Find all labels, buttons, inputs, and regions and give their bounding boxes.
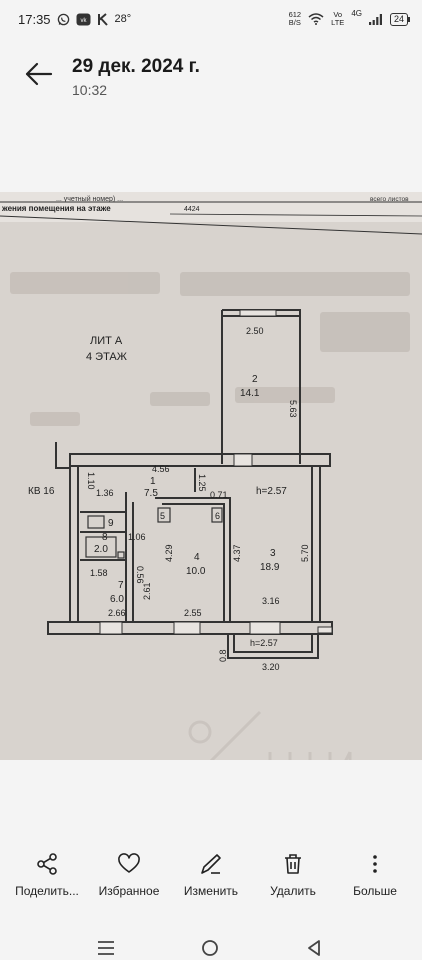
dim-563: 5.63 xyxy=(288,400,298,418)
menu-lines-icon xyxy=(98,941,114,955)
room2-area: 14.1 xyxy=(240,388,260,399)
photo-date: 29 дек. 2024 г. xyxy=(72,56,200,77)
share-icon xyxy=(37,853,57,875)
room1-area: 7.5 xyxy=(144,488,158,499)
balcony-height: h=2.57 xyxy=(250,638,278,648)
nav-recents-button[interactable] xyxy=(96,940,116,960)
plan-floor: 4 ЭТАЖ xyxy=(86,351,127,363)
system-nav-bar xyxy=(0,940,422,960)
plan-apartment: КВ 16 xyxy=(28,486,55,497)
net-speed-value: 612 xyxy=(288,10,302,19)
room4-num: 4 xyxy=(194,552,200,563)
room5-num: 5 xyxy=(160,511,165,521)
dim-261: 2.61 xyxy=(142,582,152,600)
volte-lte: LTE xyxy=(331,18,345,27)
room1-num: 1 xyxy=(150,476,156,487)
room9-num: 9 xyxy=(108,518,114,529)
dim-136: 1.36 xyxy=(96,488,114,498)
favorite-button[interactable]: Избранное xyxy=(89,852,169,912)
dim-570: 5.70 xyxy=(300,544,310,562)
whatsapp-icon xyxy=(57,13,70,26)
delete-button[interactable]: Удалить xyxy=(253,852,333,912)
net-speed-unit: B/S xyxy=(288,18,301,27)
room4-area: 10.0 xyxy=(186,566,206,577)
dim-125: 1.25 xyxy=(197,474,207,492)
dim-266: 2.66 xyxy=(108,608,126,618)
room3-num: 3 xyxy=(270,548,276,559)
back-button[interactable] xyxy=(24,62,54,86)
plan-header-line2: жения помещения на этаже xyxy=(1,204,111,213)
room8-area: 2.0 xyxy=(94,544,108,555)
dim-110: 1.10 xyxy=(86,472,96,490)
status-temperature: 28° xyxy=(114,13,132,25)
edit-button[interactable]: Изменить xyxy=(171,852,251,912)
edit-label: Изменить xyxy=(183,884,239,898)
back-triangle-icon xyxy=(308,940,320,956)
dim-320: 3.20 xyxy=(262,662,280,672)
share-button[interactable]: Поделить... xyxy=(7,852,87,912)
dim-106: 1.06 xyxy=(128,532,146,542)
dim-158: 1.58 xyxy=(90,568,108,578)
dim-255: 2.55 xyxy=(184,608,202,618)
network-generation: 4G xyxy=(351,9,362,18)
photo-toolbar: Поделить... Избранное Изменить Удалить Б… xyxy=(0,852,422,912)
home-circle-icon xyxy=(202,940,218,956)
volte-vo: Vo xyxy=(333,10,343,19)
dim-316: 3.16 xyxy=(262,596,280,606)
vk-video-icon: vk xyxy=(76,13,91,26)
dim-08: 0.8 xyxy=(218,649,228,662)
room2-num: 2 xyxy=(252,374,258,385)
room7-num: 7 xyxy=(118,580,124,591)
kinopoisk-icon xyxy=(97,12,109,26)
plan-header-right: всего листов xyxy=(370,196,409,203)
svg-text:vk: vk xyxy=(80,18,87,24)
status-right: 612 B/S Vo LTE 4G 24 xyxy=(289,9,411,27)
dim-071: 0.71 xyxy=(210,490,228,500)
header: 29 дек. 2024 г. 10:32 xyxy=(0,52,422,102)
signal-icon xyxy=(368,13,383,25)
more-vertical-icon xyxy=(373,855,377,873)
battery-indicator: 24 xyxy=(389,12,411,26)
back-arrow-icon xyxy=(25,62,53,86)
photo-time: 10:32 xyxy=(72,82,108,98)
heart-icon xyxy=(118,853,140,873)
plan-header-code: 4424 xyxy=(184,206,200,213)
room8-num: 8 xyxy=(102,532,108,543)
dim-429: 4.29 xyxy=(164,544,174,562)
dim-056: 0.56 xyxy=(135,566,145,584)
room7-area: 6.0 xyxy=(110,594,124,605)
ceiling-height: h=2.57 xyxy=(256,486,287,497)
status-bar: 17:35 vk 28° 612 B/S Vo LTE 4G 24 xyxy=(0,0,422,38)
more-button[interactable]: Больше xyxy=(335,852,415,912)
delete-label: Удалить xyxy=(270,884,316,898)
wifi-icon xyxy=(308,13,324,25)
edit-pen-icon xyxy=(201,854,221,874)
plan-header-line1: ... учетный номер) ... xyxy=(56,195,123,203)
more-label: Больше xyxy=(353,884,397,898)
volte-indicator: Vo LTE xyxy=(331,11,344,27)
room6-num: 6 xyxy=(215,511,220,521)
net-speed: 612 B/S xyxy=(289,11,302,27)
trash-icon xyxy=(285,854,301,874)
favorite-label: Избранное xyxy=(98,884,160,898)
dim-250: 2.50 xyxy=(246,326,264,336)
status-time: 17:35 xyxy=(18,11,51,27)
nav-home-button[interactable] xyxy=(201,939,219,960)
share-label: Поделить... xyxy=(15,884,79,898)
plan-liter: ЛИТ А xyxy=(90,335,123,347)
dim-456: 4.56 xyxy=(152,464,170,474)
floor-plan-image: ... учетный номер) ... жения помещения н… xyxy=(0,192,422,760)
status-left: 17:35 vk 28° xyxy=(18,12,131,27)
nav-back-button[interactable] xyxy=(306,939,322,960)
cian-watermark xyxy=(188,710,352,760)
dim-437: 4.37 xyxy=(232,544,242,562)
photo-viewer[interactable]: ... учетный номер) ... жения помещения н… xyxy=(0,192,422,760)
room3-area: 18.9 xyxy=(260,562,280,573)
